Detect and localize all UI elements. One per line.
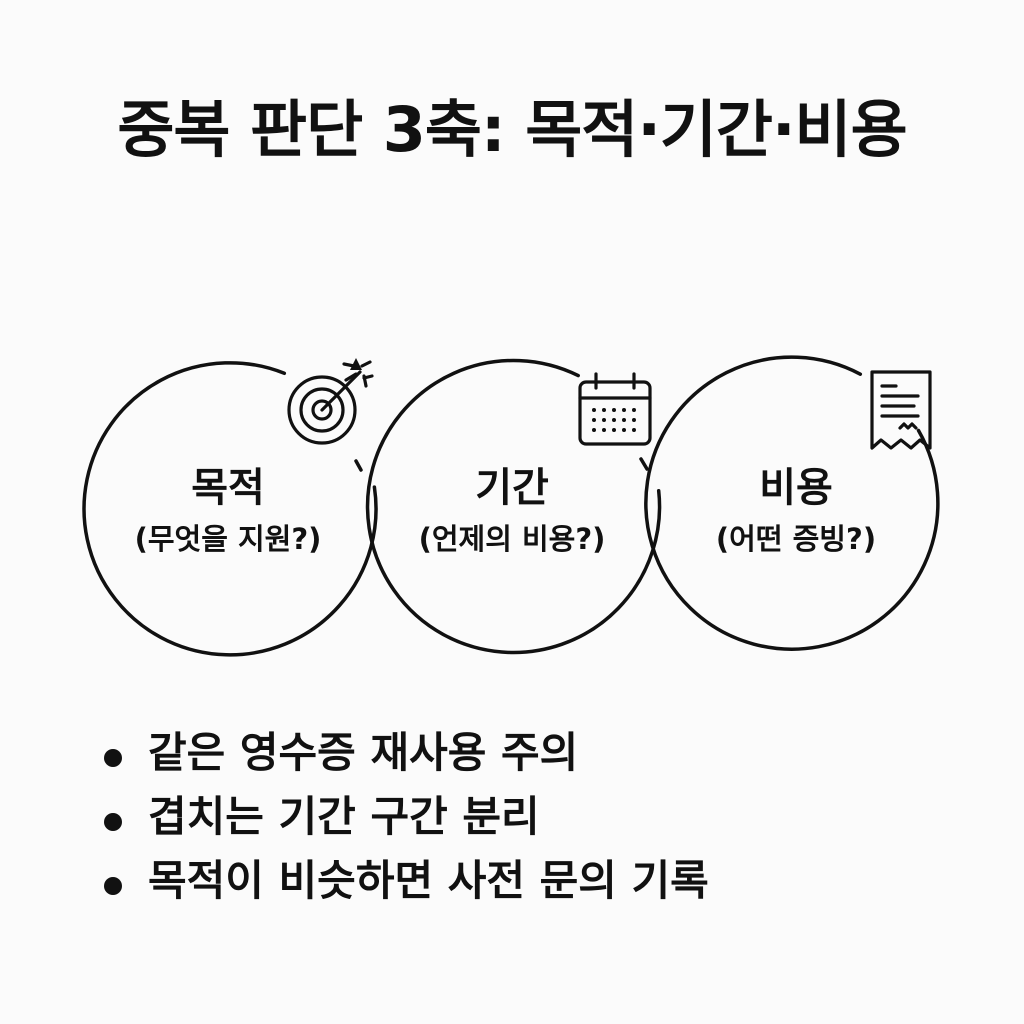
axis-question-period: (언제의 비용?) (418, 522, 606, 556)
bullet-item: 겹치는 기간 구간 분리 (100, 792, 980, 856)
axis-question-cost: (어떤 증빙?) (715, 522, 877, 556)
axis-circle-purpose-tick (354, 459, 363, 472)
axis-label-period: 기간 (475, 465, 549, 511)
axis-circle-period (365, 358, 662, 655)
calendar-icon (578, 372, 652, 446)
axis-label-cost: 비용 (759, 465, 833, 511)
axis-cost: 비용 (어떤 증빙?) (656, 464, 936, 557)
axis-circle-cost (644, 355, 940, 651)
bullet-dot-icon (104, 877, 122, 895)
axis-question-purpose: (무엇을 지원?) (134, 522, 322, 556)
bullet-text: 목적이 비슷하면 사전 문의 기록 (148, 856, 709, 905)
bullet-list: 같은 영수증 재사용 주의 겹치는 기간 구간 분리 목적이 비슷하면 사전 문… (100, 728, 980, 920)
axis-label-purpose: 목적 (191, 465, 265, 511)
bullet-dot-icon (104, 749, 122, 767)
bullet-text: 같은 영수증 재사용 주의 (148, 728, 579, 777)
axis-purpose: 목적 (무엇을 지원?) (88, 464, 368, 557)
target-icon (287, 358, 374, 445)
axis-circle-purpose (82, 361, 378, 657)
bullet-text: 겹치는 기간 구간 분리 (148, 792, 540, 841)
axis-circle-period-tick (639, 457, 649, 471)
bullet-item: 같은 영수증 재사용 주의 (100, 728, 980, 792)
page-title: 중복 판단 3축: 목적·기간·비용 (117, 93, 907, 166)
receipt-icon (870, 370, 932, 450)
bullet-dot-icon (104, 813, 122, 831)
axis-period: 기간 (언제의 비용?) (372, 464, 652, 557)
bullet-item: 목적이 비슷하면 사전 문의 기록 (100, 856, 980, 920)
